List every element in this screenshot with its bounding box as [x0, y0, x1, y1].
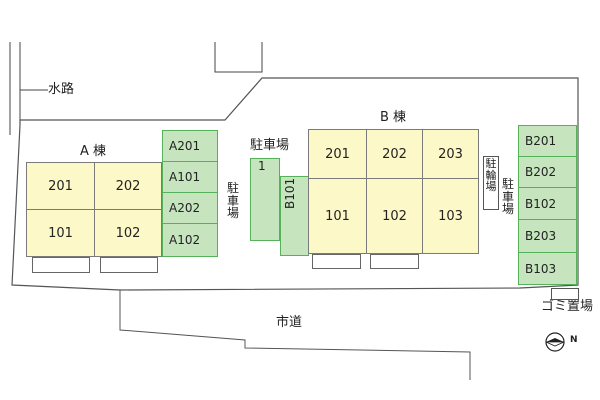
- parking-space: A202: [162, 192, 218, 224]
- building-b-balcony: [312, 254, 361, 269]
- building-b-unit: 103: [422, 178, 479, 254]
- parking-space: B203: [518, 219, 577, 253]
- building-a-balcony: [100, 257, 158, 273]
- garbage-label: ゴミ置場: [541, 299, 594, 314]
- building-a-unit: 102: [94, 209, 162, 257]
- building-a-unit: 101: [26, 209, 95, 257]
- parking-space: A102: [162, 223, 218, 257]
- building-a-balcony: [32, 257, 90, 273]
- bike-parking-label: 駐輪場: [485, 157, 497, 194]
- building-a-label: A 棟: [80, 144, 107, 159]
- building-b-unit: 203: [422, 129, 479, 179]
- city-road-line: [119, 290, 471, 380]
- building-b-unit: 102: [366, 178, 423, 254]
- parking-space: B103: [518, 252, 577, 285]
- parking-space: B201: [518, 125, 577, 157]
- building-b-balcony: [370, 254, 419, 269]
- building-b-unit: 202: [366, 129, 423, 179]
- upper-boundary: [214, 42, 263, 73]
- parking-vertical-label: 駐車場: [226, 181, 239, 221]
- building-a-unit: 202: [94, 162, 162, 210]
- parking-top-label: 駐車場: [250, 138, 290, 153]
- building-a-unit: 201: [26, 162, 95, 210]
- compass-needle: [546, 338, 564, 342]
- building-b-unit: 201: [308, 129, 367, 179]
- bike-parking-box: [483, 156, 499, 210]
- parking-space-1: [250, 158, 280, 241]
- garbage-box: [551, 288, 579, 300]
- building-b-label: B 棟: [380, 110, 407, 125]
- parking-space: A201: [162, 130, 218, 162]
- city-road-label: 市道: [276, 315, 303, 330]
- waterway-label: 水路: [48, 82, 75, 97]
- compass-letter: N: [570, 335, 578, 345]
- parking-space: A101: [162, 161, 218, 193]
- parking-space: B102: [518, 187, 577, 220]
- parking-space-label: B101: [283, 177, 297, 209]
- parking-space: B202: [518, 156, 577, 188]
- parking-space-number: 1: [258, 159, 266, 173]
- parking-right-label: 駐車場: [501, 177, 514, 217]
- building-b-unit: 101: [308, 178, 367, 254]
